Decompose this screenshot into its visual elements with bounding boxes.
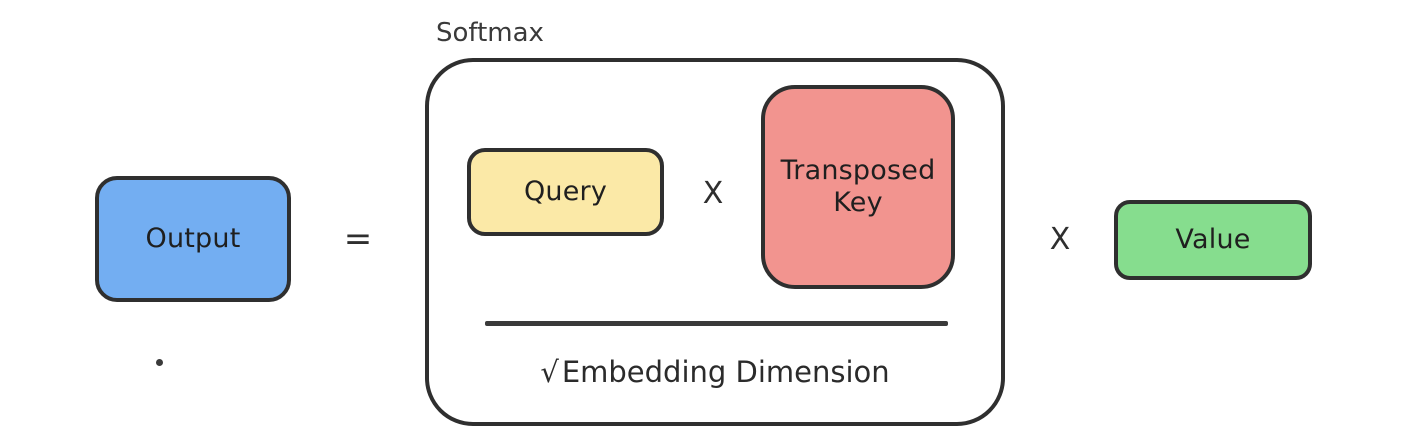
value-box[interactable]: Value	[1114, 200, 1312, 280]
transposed-key-box-label: Transposed Key	[781, 155, 936, 219]
output-box[interactable]: Output	[95, 176, 291, 302]
value-box-label: Value	[1175, 224, 1251, 256]
query-box[interactable]: Query	[467, 148, 664, 236]
denominator-text: Embedding Dimension	[561, 355, 890, 389]
transposed-key-line-1: Transposed	[780, 155, 936, 187]
multiply-operator-query-key: X	[702, 175, 724, 211]
multiply-operator-value: X	[1049, 221, 1071, 257]
output-box-label: Output	[145, 223, 241, 255]
transposed-key-line-2: Key	[833, 187, 883, 218]
softmax-frame	[425, 58, 1005, 426]
equals-operator: =	[343, 219, 373, 259]
query-box-label: Query	[523, 176, 608, 208]
denominator-label: √Embedding Dimension	[425, 355, 1005, 389]
transposed-key-box[interactable]: Transposed Key	[761, 85, 955, 289]
softmax-label: Softmax	[436, 18, 544, 48]
square-root-icon: √	[540, 355, 559, 389]
fraction-bar	[485, 321, 948, 326]
stray-dot-marker	[156, 359, 163, 366]
